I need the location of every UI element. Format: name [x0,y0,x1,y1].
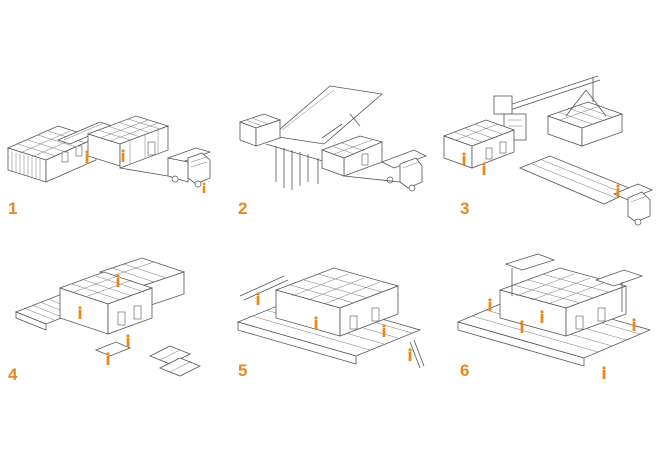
step-number-2: 2 [238,200,247,217]
step-2-illustration [222,78,442,213]
step-number-1: 1 [8,200,17,217]
step-5-illustration [224,256,444,381]
step-4-illustration [0,256,220,381]
step-6-illustration [446,250,660,385]
support-columns [266,144,326,190]
truck-module [322,136,382,176]
step-number-5: 5 [238,362,247,379]
step-3-illustration [438,70,660,230]
step-number-6: 6 [460,362,469,379]
loose-deck-panels [96,342,200,376]
step-number-3: 3 [460,200,469,217]
step-number-4: 4 [8,366,17,383]
step-1-illustration [0,100,220,220]
placed-module [444,120,514,168]
lifted-module [548,90,622,146]
crane-canopy [272,86,382,144]
module [240,114,280,146]
